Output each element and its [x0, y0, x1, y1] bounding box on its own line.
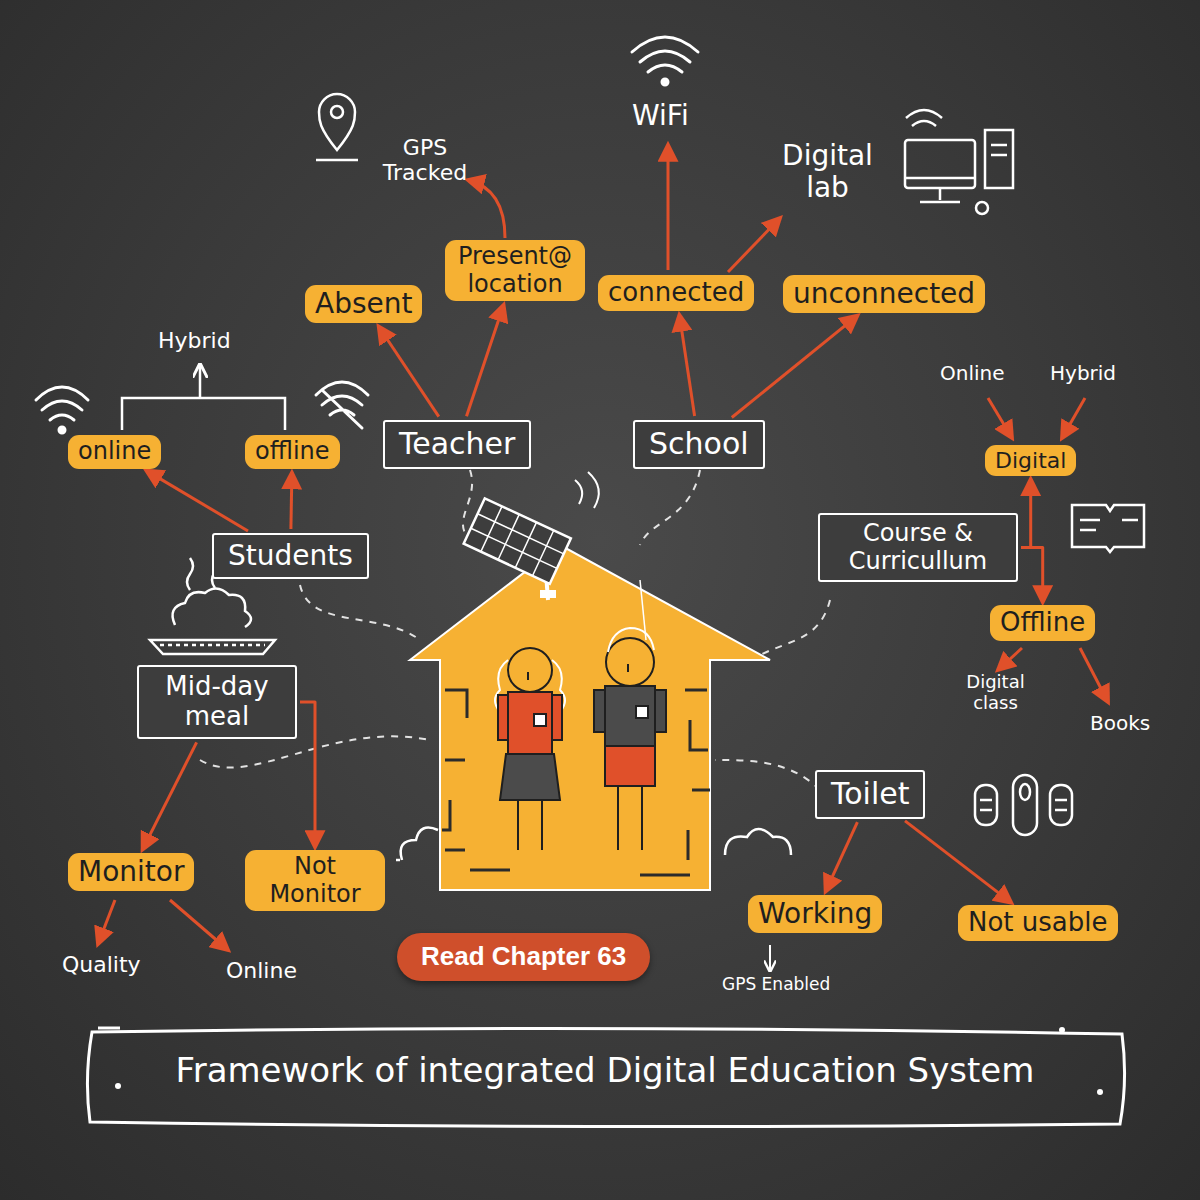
- node-text: offline: [255, 438, 330, 466]
- node-text: Digital: [995, 448, 1066, 473]
- node-text: Present@ location: [455, 243, 575, 298]
- note-label: Books: [1090, 712, 1150, 735]
- arrow-connector: [1021, 479, 1031, 547]
- arrow-connector: [467, 305, 504, 416]
- mode-tag: online: [68, 435, 161, 469]
- status-tag: Working: [748, 895, 882, 933]
- arrow-connector: [826, 822, 858, 891]
- arrow-connector: [379, 327, 439, 417]
- node-text: Monitor: [78, 856, 184, 888]
- node-text: online: [78, 438, 151, 466]
- node-text: Students: [228, 540, 353, 572]
- mode-tag: Digital: [985, 445, 1076, 476]
- node-text: Toilet: [831, 777, 909, 812]
- note-label: GPS Tracked: [370, 135, 480, 186]
- arrow-connector: [300, 702, 315, 847]
- entity-box: Course & Curricullum: [818, 513, 1018, 582]
- note-label: Digital lab: [765, 140, 890, 204]
- note-label: Quality: [62, 952, 141, 977]
- status-tag: Not usable: [958, 905, 1118, 941]
- chapter-badge: Read Chapter 63: [397, 933, 650, 981]
- node-text: Offline: [1000, 608, 1085, 638]
- node-text: School: [649, 427, 749, 462]
- status-tag: Absent: [305, 285, 422, 323]
- arrow-connector: [1021, 548, 1043, 602]
- entity-box: Mid-day meal: [137, 665, 297, 739]
- status-tag: Not Monitor: [245, 850, 385, 911]
- note-label: Online: [940, 362, 1005, 385]
- arrow-connector: [905, 821, 1011, 903]
- node-text: Mid-day meal: [153, 672, 281, 732]
- note-label: Digital class: [948, 672, 1043, 713]
- node-text: Read Chapter 63: [421, 942, 626, 972]
- node-text: connected: [608, 278, 744, 308]
- note-label: Hybrid: [158, 328, 231, 353]
- arrow-connector: [732, 316, 858, 418]
- note-label: WiFi: [632, 100, 689, 132]
- status-tag: Monitor: [68, 853, 194, 891]
- mode-tag: Offline: [990, 605, 1095, 641]
- note-label: Hybrid: [1050, 362, 1116, 385]
- arrow-connector: [146, 471, 248, 531]
- node-text: Working: [758, 898, 872, 930]
- node-text: unconnected: [793, 278, 975, 310]
- entity-box: Teacher: [383, 420, 531, 469]
- node-text: Course & Curricullum: [834, 520, 1002, 575]
- arrow-connector: [679, 315, 694, 416]
- entity-box: Students: [212, 533, 369, 579]
- node-text: Not usable: [968, 908, 1108, 938]
- entity-box: School: [633, 420, 765, 469]
- node-text: Not Monitor: [255, 853, 375, 908]
- status-tag: Present@ location: [445, 240, 585, 301]
- status-tag: unconnected: [783, 275, 985, 313]
- status-tag: connected: [598, 275, 754, 311]
- entity-box: Toilet: [815, 770, 925, 819]
- mode-tag: offline: [245, 435, 340, 469]
- arrow-connector: [291, 473, 292, 529]
- node-text: Teacher: [399, 427, 515, 462]
- node-text: Absent: [315, 288, 412, 320]
- diagram-title: Framework of integrated Digital Educatio…: [85, 1050, 1125, 1090]
- note-label: GPS Enabled: [722, 975, 830, 995]
- arrow-connector: [143, 742, 197, 849]
- note-label: Online: [226, 958, 297, 983]
